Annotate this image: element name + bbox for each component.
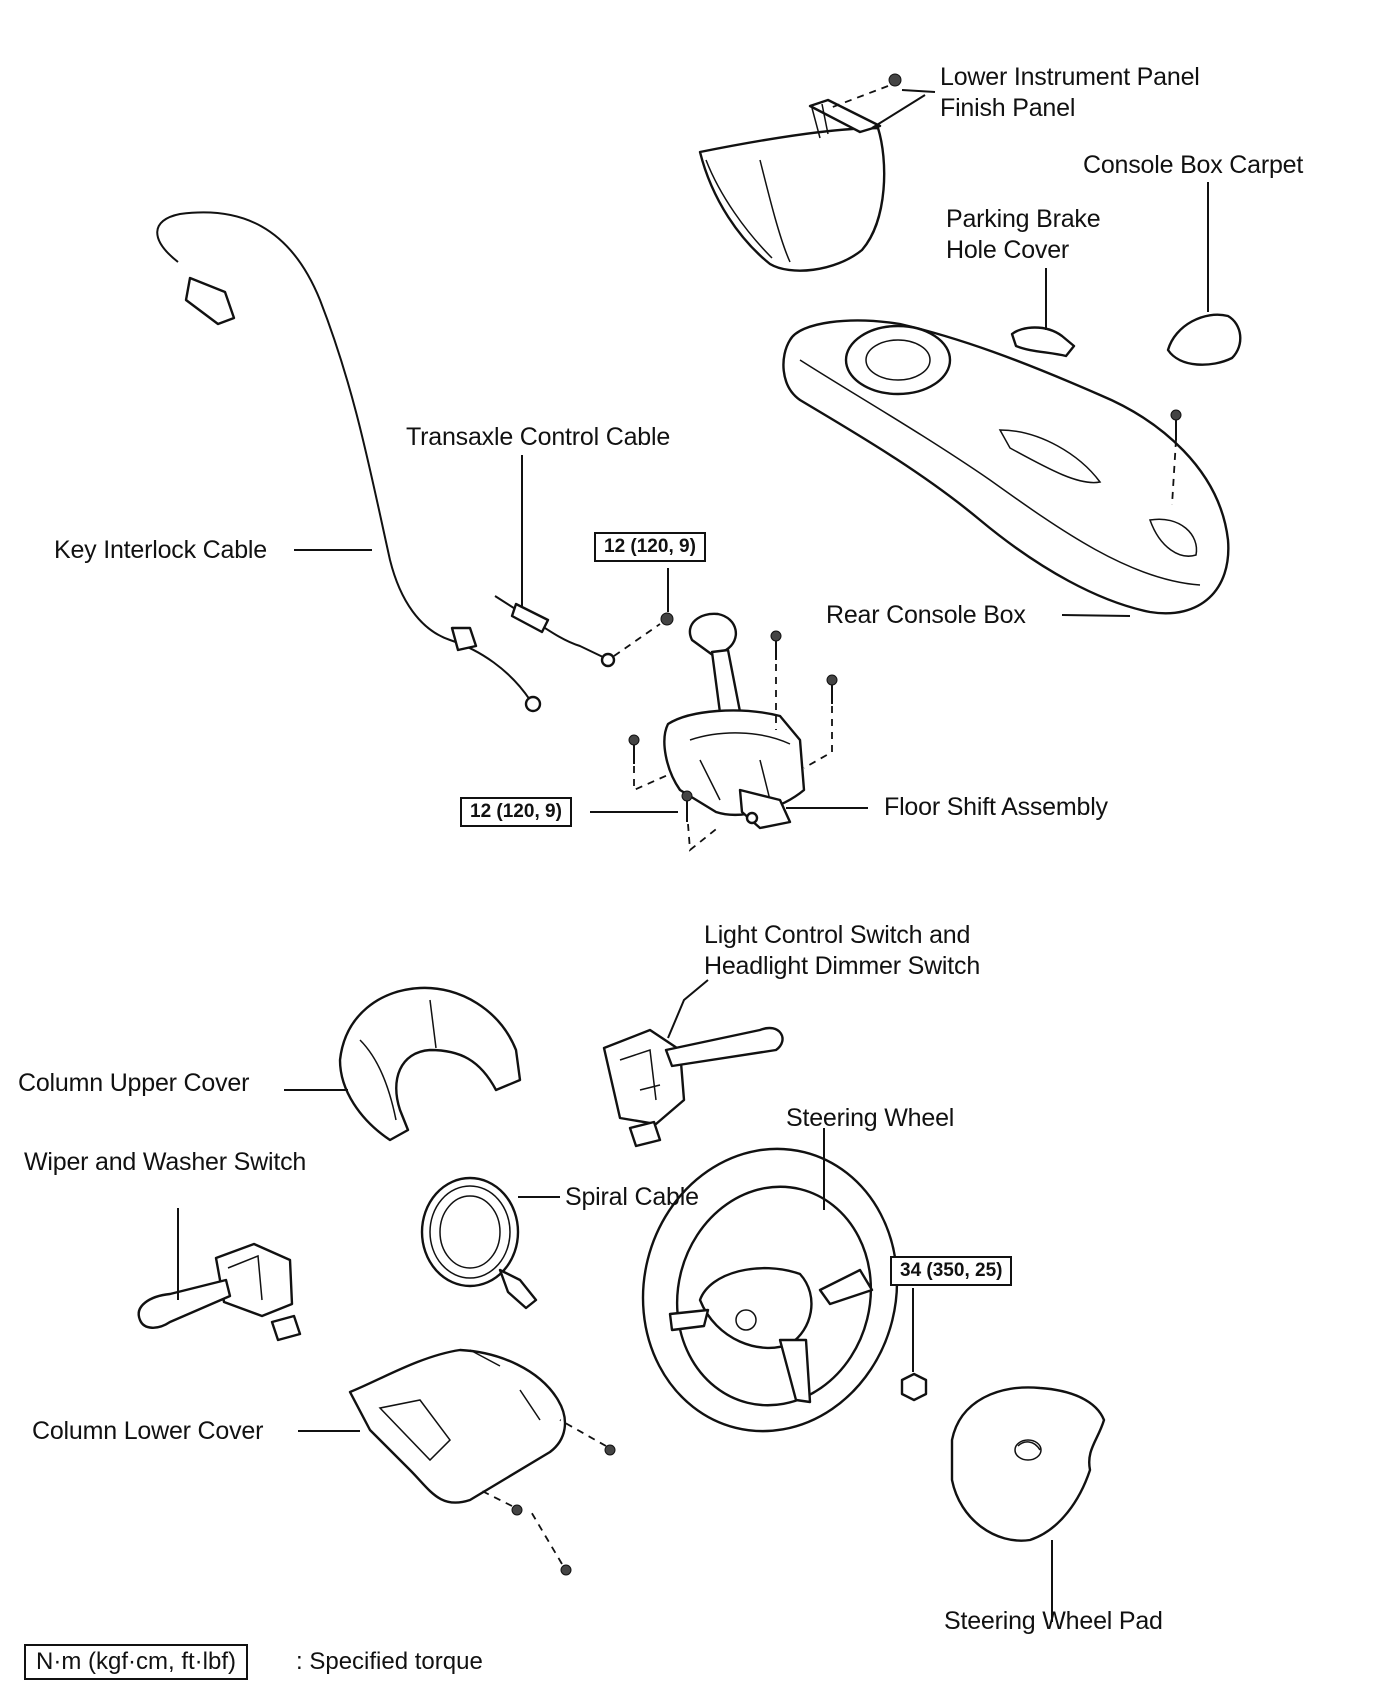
torque-floor-shift-bolt: 12 (120, 9) [460,797,572,827]
steering-wheel-nut [900,1288,928,1402]
label-column-upper-cover: Column Upper Cover [18,1069,250,1097]
lower-instrument-panel-finish-panel [698,98,886,272]
legend-description: : Specified torque [296,1648,483,1675]
wiper-washer-switch [137,1208,302,1342]
transaxle-cable-dash [613,623,661,657]
torque-floor-shift-nut: 12 (120, 9) [594,532,706,562]
column-lower-cover-screws [479,1419,616,1576]
rear-console-box [782,319,1230,615]
steering-wheel-pad [950,1386,1106,1622]
label-console-box-carpet: Console Box Carpet [1083,151,1304,179]
label-wiper-washer-switch: Wiper and Washer Switch [24,1148,307,1176]
leader-finish-panel [871,94,926,129]
floor-shift-nut [660,568,674,626]
floor-shift-assembly [663,612,806,830]
column-upper-cover [284,986,522,1142]
label-light-control-line2: Headlight Dimmer Switch [704,952,981,980]
label-parking-brake-line2: Hole Cover [946,236,1070,264]
console-box-screw [1170,409,1182,506]
light-control-switch [602,979,784,1148]
label-light-control-line1: Light Control Switch and [704,921,971,949]
label-lower-instrument-panel-line2: Finish Panel [940,94,1076,122]
transaxle-control-cable [494,455,616,668]
console-box-carpet [1166,182,1242,366]
parking-brake-hole-cover [1010,268,1076,358]
label-transaxle-control-cable: Transaxle Control Cable [406,423,671,451]
label-key-interlock-cable: Key Interlock Cable [54,536,267,564]
label-lower-instrument-panel-line1: Lower Instrument Panel [940,63,1200,91]
legend-units-box: N·m (kgf·cm, ft·lbf) [24,1644,248,1680]
floor-shift-bolts [628,630,838,852]
steering-wheel [641,1128,899,1433]
label-spiral-cable: Spiral Cable [565,1183,699,1211]
column-lower-cover [298,1348,567,1504]
label-steering-wheel: Steering Wheel [786,1104,955,1132]
leader-rear-console-box [1061,614,1131,617]
key-interlock-cable [156,211,542,713]
spiral-cable [420,1176,560,1310]
label-parking-brake-line1: Parking Brake [946,205,1101,233]
label-rear-console-box: Rear Console Box [826,601,1026,629]
finish-panel-screw [829,73,936,109]
label-floor-shift-assembly: Floor Shift Assembly [884,793,1108,821]
torque-steering-wheel-nut: 34 (350, 25) [890,1256,1013,1286]
label-column-lower-cover: Column Lower Cover [32,1417,264,1445]
label-steering-wheel-pad: Steering Wheel Pad [944,1607,1163,1635]
